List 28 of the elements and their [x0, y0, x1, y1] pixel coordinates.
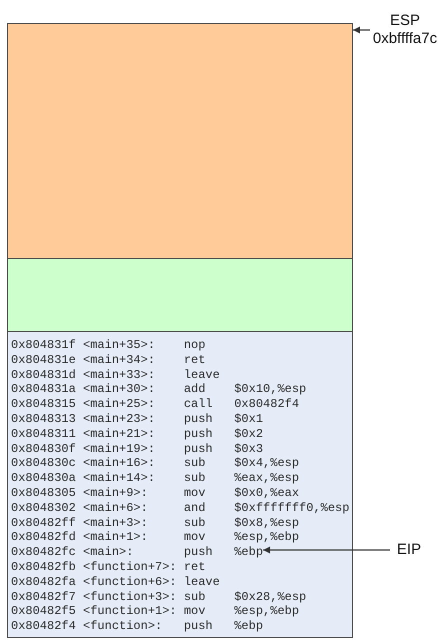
code-line: 0x80482f4 <function>: push %ebp [11, 619, 264, 634]
code-line: 0x804831e <main+34>: ret [11, 352, 206, 368]
code-line: 0x80482fb <function+7>: ret [11, 560, 206, 575]
code-line: 0x804831f <main+35>: nop [11, 338, 206, 353]
code-line: 0x8048315 <main+25>: call 0x80482f4 [11, 397, 300, 412]
arrow [353, 26, 370, 34]
code-line: 0x80482f7 <function+3>: sub $0x28,%esp [11, 590, 306, 604]
register-label: ESP [390, 12, 420, 30]
code-line: 0x80482f5 <function+1>: mov %esp,%ebp [11, 604, 300, 620]
code-line: 0x8048313 <main+23>: push $0x1 [11, 412, 264, 427]
code-line: 0x80482ff <main+3>: sub $0x8,%esp [11, 516, 300, 530]
code-line: 0x804830f <main+19>: push $0x3 [11, 442, 264, 456]
code-line: 0x804831a <main+30>: add $0x10,%esp [11, 382, 306, 398]
memory-block [7, 23, 353, 259]
register-label: EIP [396, 541, 422, 559]
code-line: 0x8048311 <main+21>: push $0x2 [11, 426, 264, 442]
code-line: 0x804830a <main+14>: sub %eax,%esp [11, 471, 300, 486]
memory-block [7, 258, 353, 332]
address-label: 0xbffffa7c [372, 30, 438, 48]
code-line: 0x8048305 <main+9>: mov $0x0,%eax [11, 486, 300, 501]
code-line: 0x80482fa <function+6>: leave [11, 574, 220, 590]
code-line: 0x8048302 <main+6>: and $0xfffffff0,%esp [11, 500, 350, 516]
code-line: 0x804831d <main+33>: leave [11, 368, 220, 382]
code-listing-panel [7, 331, 353, 638]
code-line: 0x80482fd <main+1>: mov %esp,%ebp [11, 530, 300, 546]
code-line: 0x80482fc <main>: push %ebp [11, 545, 264, 560]
code-line: 0x804830c <main+16>: sub $0x4,%esp [11, 456, 300, 472]
arrow [263, 546, 390, 554]
